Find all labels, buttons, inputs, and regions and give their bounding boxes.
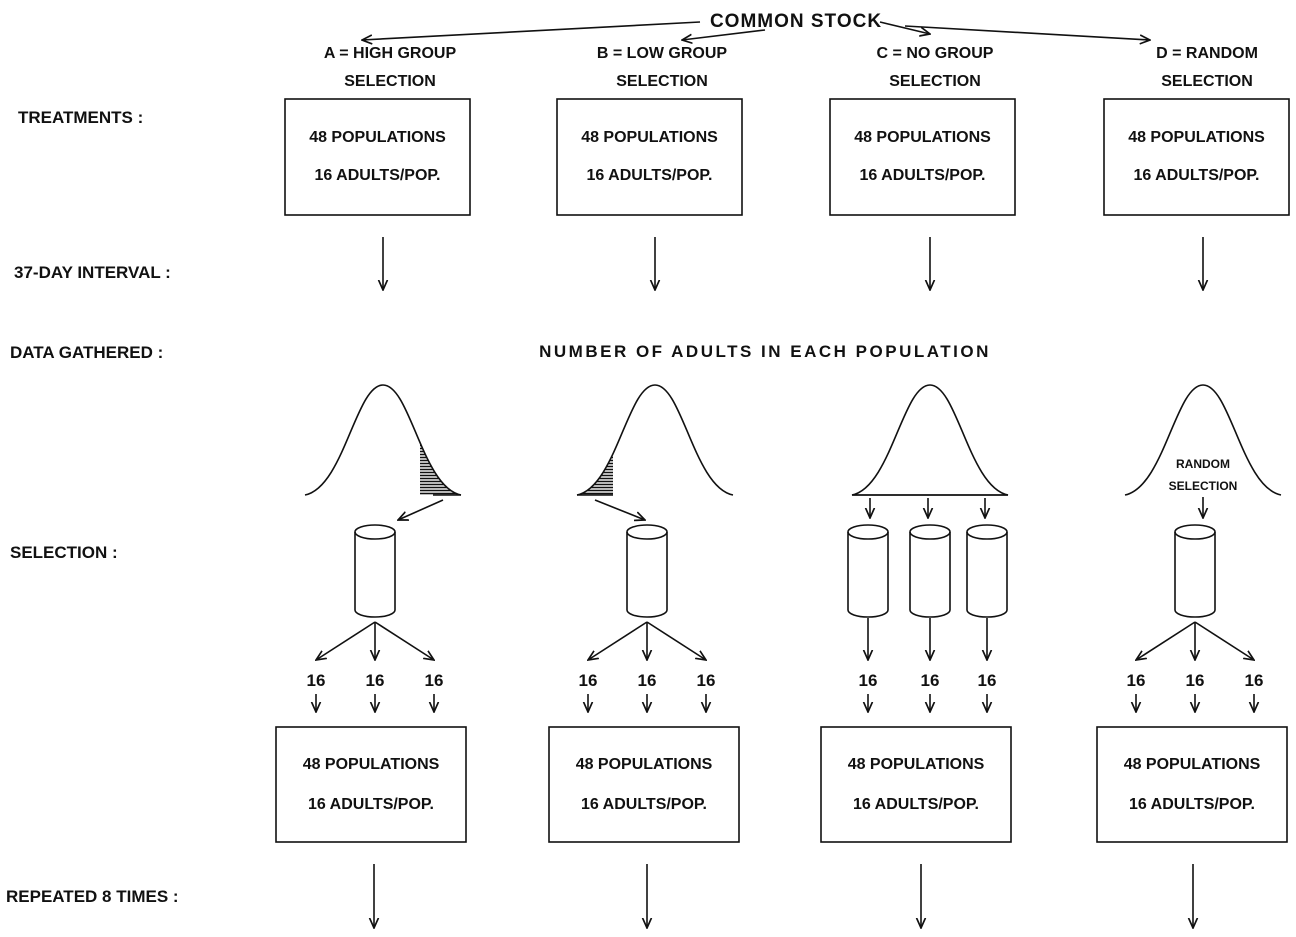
cylinder-icon bbox=[847, 524, 889, 618]
treatment-subtitle: SELECTION bbox=[616, 73, 708, 90]
branch-count: 16 bbox=[859, 671, 878, 690]
treatment-column-a: A = HIGH GROUP SELECTION 48 POPULATIONS 16 … bbox=[275, 45, 471, 928]
treatment-title: C = NO GROUP bbox=[877, 45, 994, 62]
row-label-treatments: TREATMENTS : bbox=[18, 108, 143, 127]
distribution-curve bbox=[1124, 384, 1282, 496]
result-box-adults: 16 ADULTS/POP. bbox=[581, 796, 707, 813]
cylinder-icon bbox=[626, 524, 668, 618]
branch-arrow bbox=[588, 621, 648, 660]
treatment-subtitle: SELECTION bbox=[1161, 73, 1253, 90]
branch-count: 16 bbox=[579, 671, 598, 690]
treatment-title: B = LOW GROUP bbox=[597, 45, 728, 62]
distribution-curve bbox=[851, 384, 1009, 496]
selected-tail bbox=[420, 442, 460, 495]
treatment-box-adults: 16 ADULTS/POP. bbox=[587, 167, 713, 184]
result-box-populations: 48 POPULATIONS bbox=[848, 756, 985, 773]
cylinder-icon bbox=[909, 524, 951, 618]
branch-count: 16 bbox=[1245, 671, 1264, 690]
treatment-box-adults: 16 ADULTS/POP. bbox=[315, 167, 441, 184]
result-box-adults: 16 ADULTS/POP. bbox=[308, 796, 434, 813]
data-gathered-text: NUMBER OF ADULTS IN EACH POPULATION bbox=[539, 342, 991, 361]
treatment-box bbox=[829, 98, 1016, 216]
treatment-box bbox=[284, 98, 471, 216]
common-stock-label: COMMON STOCK bbox=[710, 11, 882, 32]
distribution-curve bbox=[304, 384, 462, 496]
common-stock-arrow bbox=[682, 29, 766, 40]
treatment-box-populations: 48 POPULATIONS bbox=[1128, 129, 1265, 146]
row-label-repeated: REPEATED 8 TIMES : bbox=[6, 887, 179, 906]
branch-count: 16 bbox=[921, 671, 940, 690]
treatment-title: A = HIGH GROUP bbox=[324, 45, 457, 62]
branch-count: 16 bbox=[366, 671, 385, 690]
row-label-interval: 37-DAY INTERVAL : bbox=[14, 263, 171, 282]
branch-arrow bbox=[646, 621, 706, 660]
treatment-box-populations: 48 POPULATIONS bbox=[854, 129, 991, 146]
treatment-column-d: D = RANDOM SELECTION 48 POPULATIONS 16 ADUL… bbox=[1096, 45, 1290, 928]
cylinder-icon bbox=[966, 524, 1008, 618]
cylinder-icon bbox=[354, 524, 396, 618]
row-label-selection: SELECTION : bbox=[10, 543, 118, 562]
distribution-curve bbox=[576, 384, 734, 496]
branch-arrow bbox=[374, 621, 434, 660]
branch-count: 16 bbox=[978, 671, 997, 690]
result-box-populations: 48 POPULATIONS bbox=[303, 756, 440, 773]
branch-arrow bbox=[316, 621, 376, 660]
treatment-column-b: B = LOW GROUP SELECTION 48 POPULATIONS 16 A… bbox=[548, 45, 743, 928]
treatment-subtitle: SELECTION bbox=[889, 73, 981, 90]
treatment-box-populations: 48 POPULATIONS bbox=[581, 129, 718, 146]
selection-arrow bbox=[594, 499, 645, 520]
treatment-box bbox=[1103, 98, 1290, 216]
branch-count: 16 bbox=[1186, 671, 1205, 690]
treatment-box-adults: 16 ADULTS/POP. bbox=[1134, 167, 1260, 184]
curve-label: RANDOM bbox=[1176, 457, 1230, 471]
treatment-box-populations: 48 POPULATIONS bbox=[309, 129, 446, 146]
result-box bbox=[820, 726, 1012, 843]
result-box bbox=[275, 726, 467, 843]
branch-count: 16 bbox=[1127, 671, 1146, 690]
branch-count: 16 bbox=[307, 671, 326, 690]
branch-count: 16 bbox=[697, 671, 716, 690]
result-box-populations: 48 POPULATIONS bbox=[576, 756, 713, 773]
common-stock-arrow bbox=[879, 21, 930, 34]
treatment-subtitle: SELECTION bbox=[344, 73, 436, 90]
result-box-adults: 16 ADULTS/POP. bbox=[853, 796, 979, 813]
result-box bbox=[548, 726, 740, 843]
curve-label: SELECTION bbox=[1169, 479, 1238, 493]
branch-arrow bbox=[1194, 621, 1254, 660]
treatment-box bbox=[556, 98, 743, 216]
branch-arrow bbox=[1136, 621, 1196, 660]
result-box-adults: 16 ADULTS/POP. bbox=[1129, 796, 1255, 813]
selection-arrow bbox=[398, 499, 444, 520]
common-stock-arrow bbox=[362, 21, 701, 40]
row-label-data-gathered: DATA GATHERED : bbox=[10, 343, 163, 362]
selected-tail bbox=[577, 453, 613, 495]
common-stock-arrow bbox=[904, 25, 1150, 40]
treatment-column-c: C = NO GROUP SELECTION 48 POPULATIONS 16 AD… bbox=[820, 45, 1016, 928]
branch-count: 16 bbox=[425, 671, 444, 690]
cylinder-icon bbox=[1174, 524, 1216, 618]
treatment-box-adults: 16 ADULTS/POP. bbox=[860, 167, 986, 184]
result-box-populations: 48 POPULATIONS bbox=[1124, 756, 1261, 773]
branch-count: 16 bbox=[638, 671, 657, 690]
result-box bbox=[1096, 726, 1288, 843]
treatment-title: D = RANDOM bbox=[1156, 45, 1258, 62]
